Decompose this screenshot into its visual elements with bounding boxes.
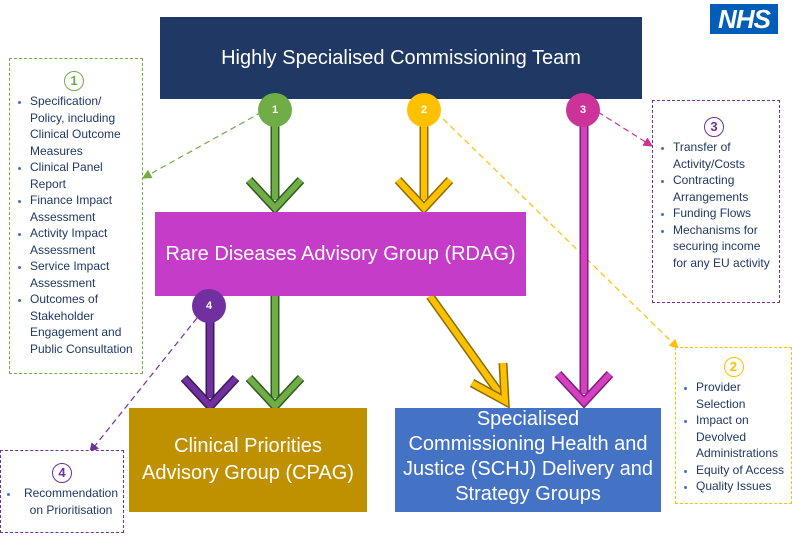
schj-label-line4: Strategy Groups: [455, 483, 601, 505]
dashed-connector-4: [89, 317, 198, 453]
note-1-inputs: 1 Specification/ Policy, including Clini…: [9, 58, 143, 374]
highly-specialised-commissioning-team-box: Highly Specialised Commissioning Team: [160, 17, 642, 99]
list-item: Funding Flows: [673, 205, 775, 222]
hsct-label: Highly Specialised Commissioning Team: [221, 46, 581, 69]
nhs-logo: NHS: [710, 4, 778, 34]
dashed-connector-2: [435, 111, 679, 349]
list-item: Provider Selection: [696, 379, 791, 412]
note-3-number: 3: [704, 117, 724, 137]
step-circle-4: 4: [192, 289, 226, 323]
list-item: Clinical Panel Report: [30, 159, 138, 192]
note-3-financial: 3 Transfer of Activity/Costs Contracting…: [652, 100, 780, 303]
dashed-connector-3: [597, 111, 654, 147]
rdag-label: Rare Diseases Advisory Group (RDAG): [165, 242, 516, 265]
list-item: Quality Issues: [696, 478, 791, 495]
cpag-label-line1: Clinical Priorities: [174, 435, 322, 457]
list-item: Outcomes of Stakeholder Engagement and P…: [30, 291, 138, 357]
list-item: Contracting Arrangements: [673, 172, 775, 205]
rdag-box: Rare Diseases Advisory Group (RDAG): [155, 212, 526, 296]
purple-arrow: [180, 310, 240, 413]
step-circle-2: 2: [407, 93, 441, 127]
note-4-number: 4: [52, 463, 72, 483]
list-item: Recommendation on Prioritisation: [19, 485, 123, 518]
list-item: Equity of Access: [696, 462, 791, 479]
list-item: Impact on Devolved Administrations: [696, 412, 791, 462]
note-4-recommendation: 4 Recommendation on Prioritisation: [0, 450, 124, 533]
schj-label-line3: Justice (SCHJ) Delivery and: [402, 458, 654, 480]
note-2-provider: 2 Provider Selection Impact on Devolved …: [675, 347, 792, 504]
step-circle-3: 3: [566, 93, 600, 127]
list-item: Mechanisms for securing income for any E…: [673, 222, 775, 272]
schj-label-line1: Specialised: [476, 408, 580, 430]
list-item: Specification/ Policy, including Clinica…: [30, 93, 138, 159]
note-2-number: 2: [723, 357, 744, 377]
magenta-arrow: [554, 110, 614, 409]
green-arrow-bottom: [245, 296, 305, 413]
cpag-label-line2: Advisory Group (CPAG): [142, 462, 354, 484]
list-item: Service Impact Assessment: [30, 258, 138, 291]
list-item: Transfer of Activity/Costs: [673, 139, 775, 172]
dashed-connector-1: [141, 111, 263, 179]
yellow-arrow-diagonal: [426, 293, 510, 409]
cpag-box: Clinical Priorities Advisory Group (CPAG…: [129, 408, 367, 512]
schj-box: Specialised Commissioning Health and Jus…: [395, 408, 661, 512]
schj-label-line2: Commissioning Health and: [408, 433, 648, 455]
step-circle-1: 1: [258, 93, 292, 127]
list-item: Activity Impact Assessment: [30, 225, 138, 258]
note-1-number: 1: [64, 71, 84, 91]
list-item: Finance Impact Assessment: [30, 192, 138, 225]
